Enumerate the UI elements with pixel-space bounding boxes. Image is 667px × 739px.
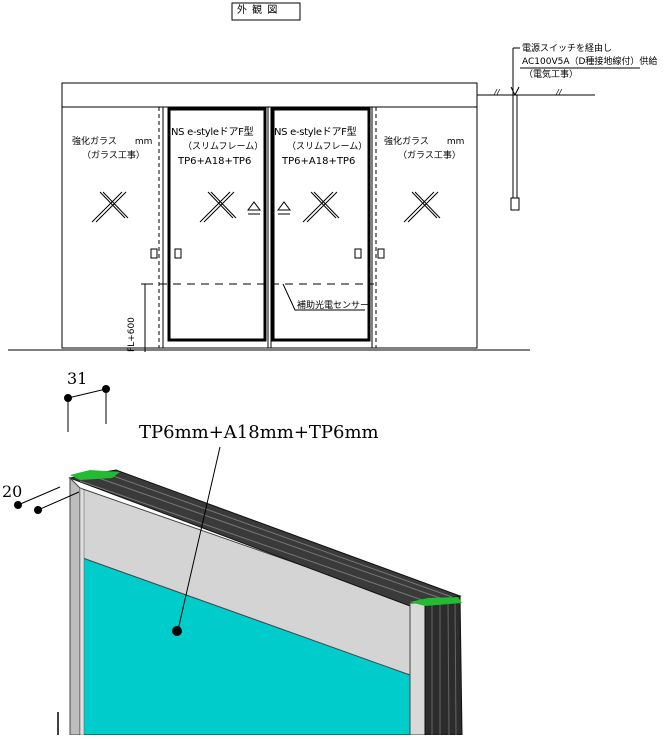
door-leaf-left [167,107,267,342]
door-right-line2: （スリムフレーム） [287,142,368,152]
dimension-20: 20 [2,482,23,501]
elevation-view [8,82,530,352]
title-box [231,2,301,21]
frame-detail-3d [14,385,463,736]
door-right-line1: NS e-styleドアF型 [274,127,357,138]
drawing-title: 外 観 図 [237,5,279,16]
door-leaf-right [271,107,371,342]
direction-mark-right [277,201,291,215]
break-mark-left: // [494,88,500,97]
glass-mark-right-fixed [403,191,441,223]
power-feed [477,47,640,211]
gasket-top-left [70,470,120,480]
break-mark-right: // [556,88,562,97]
fixed-right-line2: （ガラス工事） [398,151,461,161]
sensor-box-1 [150,248,158,259]
power-note-line3: （電気工事） [524,70,579,80]
glass-leader [177,446,221,631]
glass-mark-left-fixed [91,191,129,223]
sensor-label: 補助光電センサー [297,301,370,311]
door-left-line3: TP6+A18+TP6 [178,156,252,167]
power-note-line1: 電源スイッチを経由し [522,44,613,54]
gasket-top-right [410,597,462,606]
dimension-31: 31 [67,369,88,388]
sensor-box-3 [354,248,362,259]
glass-leader-dot [172,626,182,636]
right-stile-side [424,595,463,736]
power-note-line2: AC100V5A（D種接地線付）供給 [522,57,658,67]
sensor-leader [282,283,365,311]
direction-mark-left [247,201,261,215]
fixed-right-line1: 強化ガラス mm [384,137,465,147]
door-right-line3: TP6+A18+TP6 [282,156,356,167]
fixed-left-line1: 強化ガラス mm [72,137,153,147]
dim-31 [64,385,110,432]
sensor-box-2 [174,248,182,259]
height-label: FL+600 [127,317,137,352]
door-left-line1: NS e-styleドアF型 [171,127,254,138]
glass-mark-door-left [199,191,237,223]
door-left-line2: （スリムフレーム） [183,142,264,152]
glass-spec-label: TP6mm+A18mm+TP6mm [139,422,379,443]
sensor-box-4 [377,248,385,259]
fixed-left-line2: （ガラス工事） [82,151,145,161]
dim-20 [14,486,80,514]
left-stile [69,476,81,736]
glass-mark-door-right [302,191,340,223]
right-stile-front [409,602,426,736]
elevation-outer-frame [61,82,478,349]
